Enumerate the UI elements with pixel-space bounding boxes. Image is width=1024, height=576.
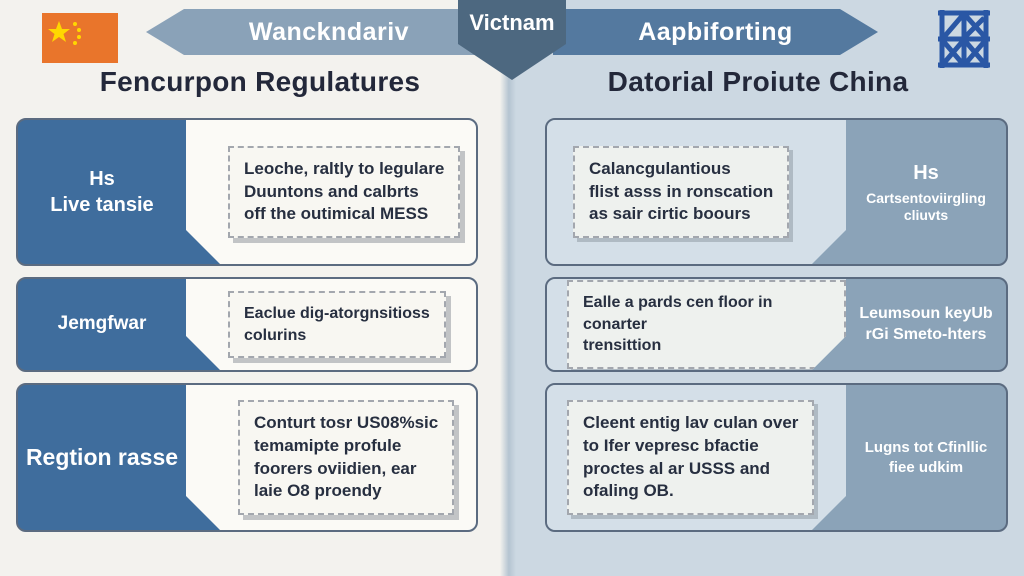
left-row-2: Jemgfwar Eaclue dig-atorgnsitioss coluri… xyxy=(16,277,478,372)
left-row-2-label: Jemgfwar xyxy=(57,313,147,335)
right-column-title: Datorial Proiute China xyxy=(607,66,909,97)
right-row-1-content: Calancgulantious flist asss in ronscatio… xyxy=(547,120,846,264)
right-row-3-textbox: Cleent entig lav culan over to Ifer vepr… xyxy=(567,400,814,516)
right-row-2-label: Leumsoun keyUb rGi Smeto-hters xyxy=(859,304,993,343)
left-row-1: Hs Live tansie Leoche, raltly to legular… xyxy=(16,118,478,266)
right-row-1-label-sub: Cartsentoviirgling cliuvts xyxy=(866,189,986,224)
right-row-3-label: Lugns tot Cfinllic fiee udkim xyxy=(864,439,988,476)
center-divider xyxy=(500,0,516,576)
left-row-1-content: Leoche, raltly to legulare Duuntons and … xyxy=(186,120,476,264)
banner-left-arrow: Wanckndariv xyxy=(146,9,512,55)
right-row-1-label: Hs Cartsentoviirgling cliuvts xyxy=(846,120,1006,264)
china-flag-icon xyxy=(42,13,118,63)
banner-right-label: Aapbiforting xyxy=(638,17,793,46)
left-row-3-content: Conturt tosr US08%sic temamipte profule … xyxy=(186,385,476,530)
banner-left-label: Wanckndariv xyxy=(248,17,410,46)
banner-right-arrow: Aapbiforting xyxy=(553,9,878,55)
right-row-1-textbox: Calancgulantious flist asss in ronscatio… xyxy=(573,146,789,239)
left-row-2-content: Eaclue dig-atorgnsitioss colurins xyxy=(186,279,476,370)
right-row-3: Cleent entig lav culan over to Ifer vepr… xyxy=(545,383,1008,532)
right-row-2-textbox: Ealle a pards cen floor in conarter tren… xyxy=(567,280,846,369)
left-row-1-textbox: Leoche, raltly to legulare Duuntons and … xyxy=(228,146,460,239)
right-row-3-content: Cleent entig lav culan over to Ifer vepr… xyxy=(547,385,846,530)
right-row-1-label-top: Hs xyxy=(913,161,939,184)
right-row-1: Calancgulantious flist asss in ronscatio… xyxy=(545,118,1008,266)
left-row-3-textbox: Conturt tosr US08%sic temamipte profule … xyxy=(238,400,454,516)
vietnam-badge-label: Victnam xyxy=(469,10,555,35)
left-row-1-label: Hs Live tansie xyxy=(50,168,154,216)
right-row-2-content: Ealle a pards cen floor in conarter tren… xyxy=(547,279,846,370)
building-truss-icon xyxy=(938,10,990,68)
left-column-title: Fencurpon Regulatures xyxy=(99,66,421,97)
left-row-3-label: Regtion rasse xyxy=(25,443,179,470)
left-row-2-textbox: Eaclue dig-atorgnsitioss colurins xyxy=(228,291,446,358)
left-row-3: Regtion rasse Conturt tosr US08%sic tema… xyxy=(16,383,478,532)
right-row-2: Ealle a pards cen floor in conarter tren… xyxy=(545,277,1008,372)
